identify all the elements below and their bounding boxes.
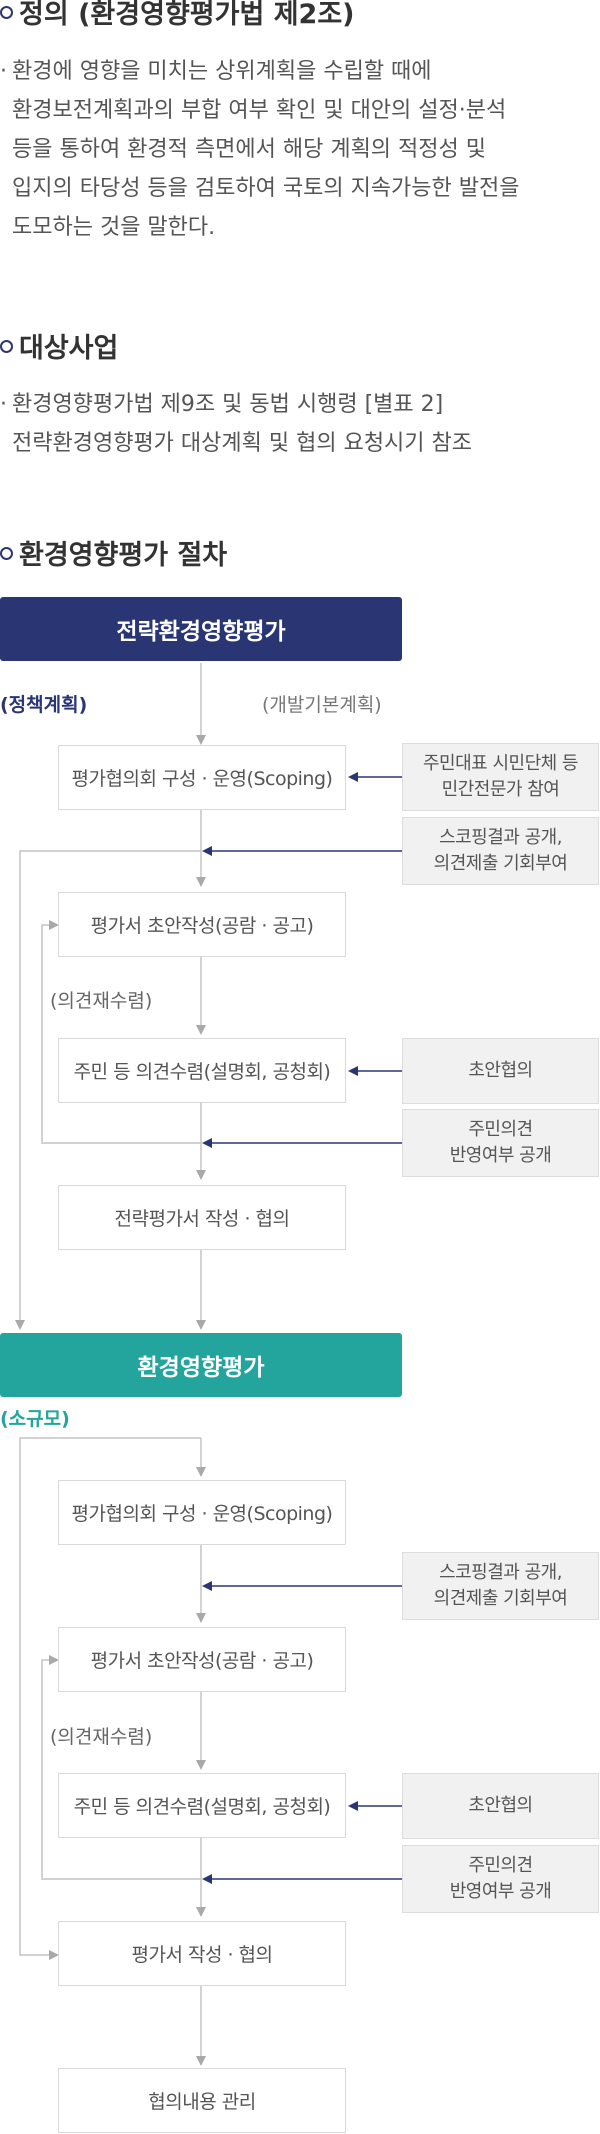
- procedure-heading: 환경영향평가 절차: [0, 533, 227, 572]
- step-scoping: 평가협의회 구성 · 운영(Scoping): [58, 745, 346, 810]
- definition-text: ·환경에 영향을 미치는 상위계획을 수립할 때에 환경보전계획과의 부합 여부…: [0, 52, 519, 247]
- circle-bullet-icon: [0, 340, 13, 353]
- circle-bullet-icon: [0, 547, 13, 560]
- eia-step-manage: 협의내용 관리: [58, 2068, 346, 2133]
- recollect-label: (의견재수렴): [50, 990, 153, 1012]
- eia-side-draft-consult: 초안협의: [402, 1773, 599, 1839]
- bypass-line: [15, 850, 201, 1330]
- eia-step-draft: 평가서 초안작성(공람 · 공고): [58, 1627, 346, 1692]
- targets-text: ·환경영향평가법 제9조 및 동법 시행령 [별표 2] 전략환경영향평가 대상…: [0, 385, 472, 463]
- eia-side-reflect-opinion: 주민의견 반영여부 공개: [402, 1845, 599, 1913]
- dot-bullet-icon: ·: [0, 59, 7, 84]
- definition-heading: 정의 (환경영향평가법 제2조): [0, 0, 355, 31]
- dot-bullet-icon: ·: [0, 392, 7, 417]
- eia-side-scoping-result: 스코핑결과 공개, 의견제출 기회부여: [402, 1552, 599, 1620]
- step-draft: 평가서 초안작성(공람 · 공고): [58, 892, 346, 957]
- eia-step-scoping: 평가협의회 구성 · 운영(Scoping): [58, 1480, 346, 1545]
- small-scale-label: (소규모): [0, 1408, 70, 1430]
- strategic-eia-band: 전략환경영향평가: [0, 597, 402, 661]
- side-draft-consult: 초안협의: [402, 1038, 599, 1104]
- eia-recollect-label: (의견재수렴): [50, 1726, 153, 1748]
- side-residents-participation: 주민대표 시민단체 등 민간전문가 참여: [402, 743, 599, 811]
- circle-bullet-icon: [0, 6, 13, 19]
- step-strategic-final: 전략평가서 작성 · 협의: [58, 1185, 346, 1250]
- eia-band: 환경영향평가: [0, 1333, 402, 1397]
- feedback-line: [41, 1655, 201, 1880]
- feedback-line: [41, 920, 201, 1144]
- eia-step-opinion: 주민 등 의견수렴(설명회, 공청회): [58, 1773, 346, 1838]
- eia-step-final: 평가서 작성 · 협의: [58, 1921, 346, 1986]
- step-opinion: 주민 등 의견수렴(설명회, 공청회): [58, 1038, 346, 1103]
- targets-heading: 대상사업: [0, 326, 118, 365]
- side-reflect-opinion: 주민의견 반영여부 공개: [402, 1109, 599, 1177]
- dev-plan-label: (개발기본계획): [262, 694, 382, 716]
- policy-plan-label: (정책계획): [0, 694, 88, 716]
- bypass-line: [19, 1437, 201, 1960]
- side-scoping-result: 스코핑결과 공개, 의견제출 기회부여: [402, 817, 599, 885]
